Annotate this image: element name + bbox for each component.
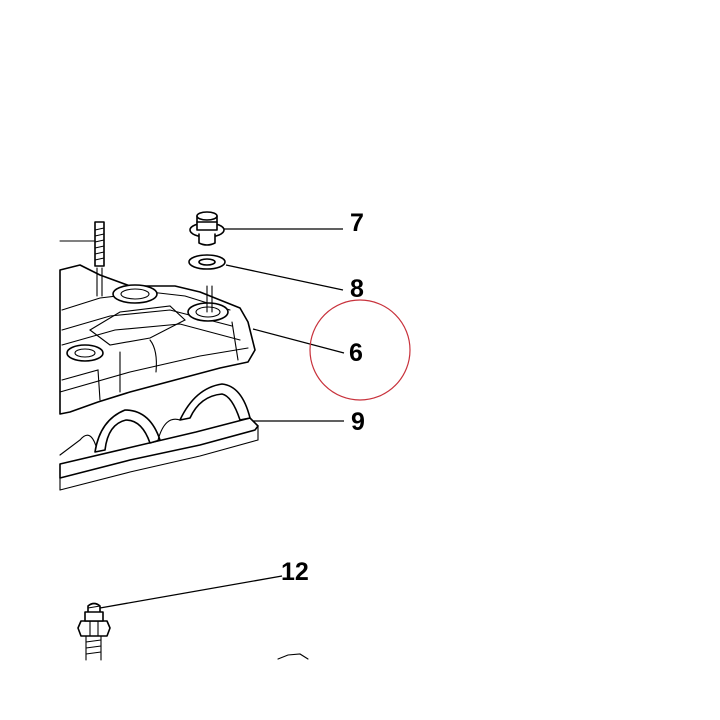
leader-line-12 bbox=[99, 575, 283, 609]
callout-9: 9 bbox=[351, 408, 365, 436]
callout-6: 6 bbox=[349, 339, 363, 367]
leader-line-8 bbox=[225, 264, 344, 291]
diagram-fragment bbox=[277, 653, 309, 660]
cylinder-head-cover bbox=[59, 264, 256, 415]
callout-7: 7 bbox=[350, 209, 364, 237]
stud bbox=[59, 221, 105, 267]
callout-12: 12 bbox=[281, 558, 309, 586]
leader-line-6 bbox=[252, 328, 345, 354]
stud-bolt bbox=[77, 602, 111, 661]
cover-gasket bbox=[59, 383, 259, 491]
bolt bbox=[189, 211, 225, 246]
callout-8: 8 bbox=[350, 275, 364, 303]
highlight-circle bbox=[309, 299, 411, 401]
washer bbox=[188, 254, 226, 270]
